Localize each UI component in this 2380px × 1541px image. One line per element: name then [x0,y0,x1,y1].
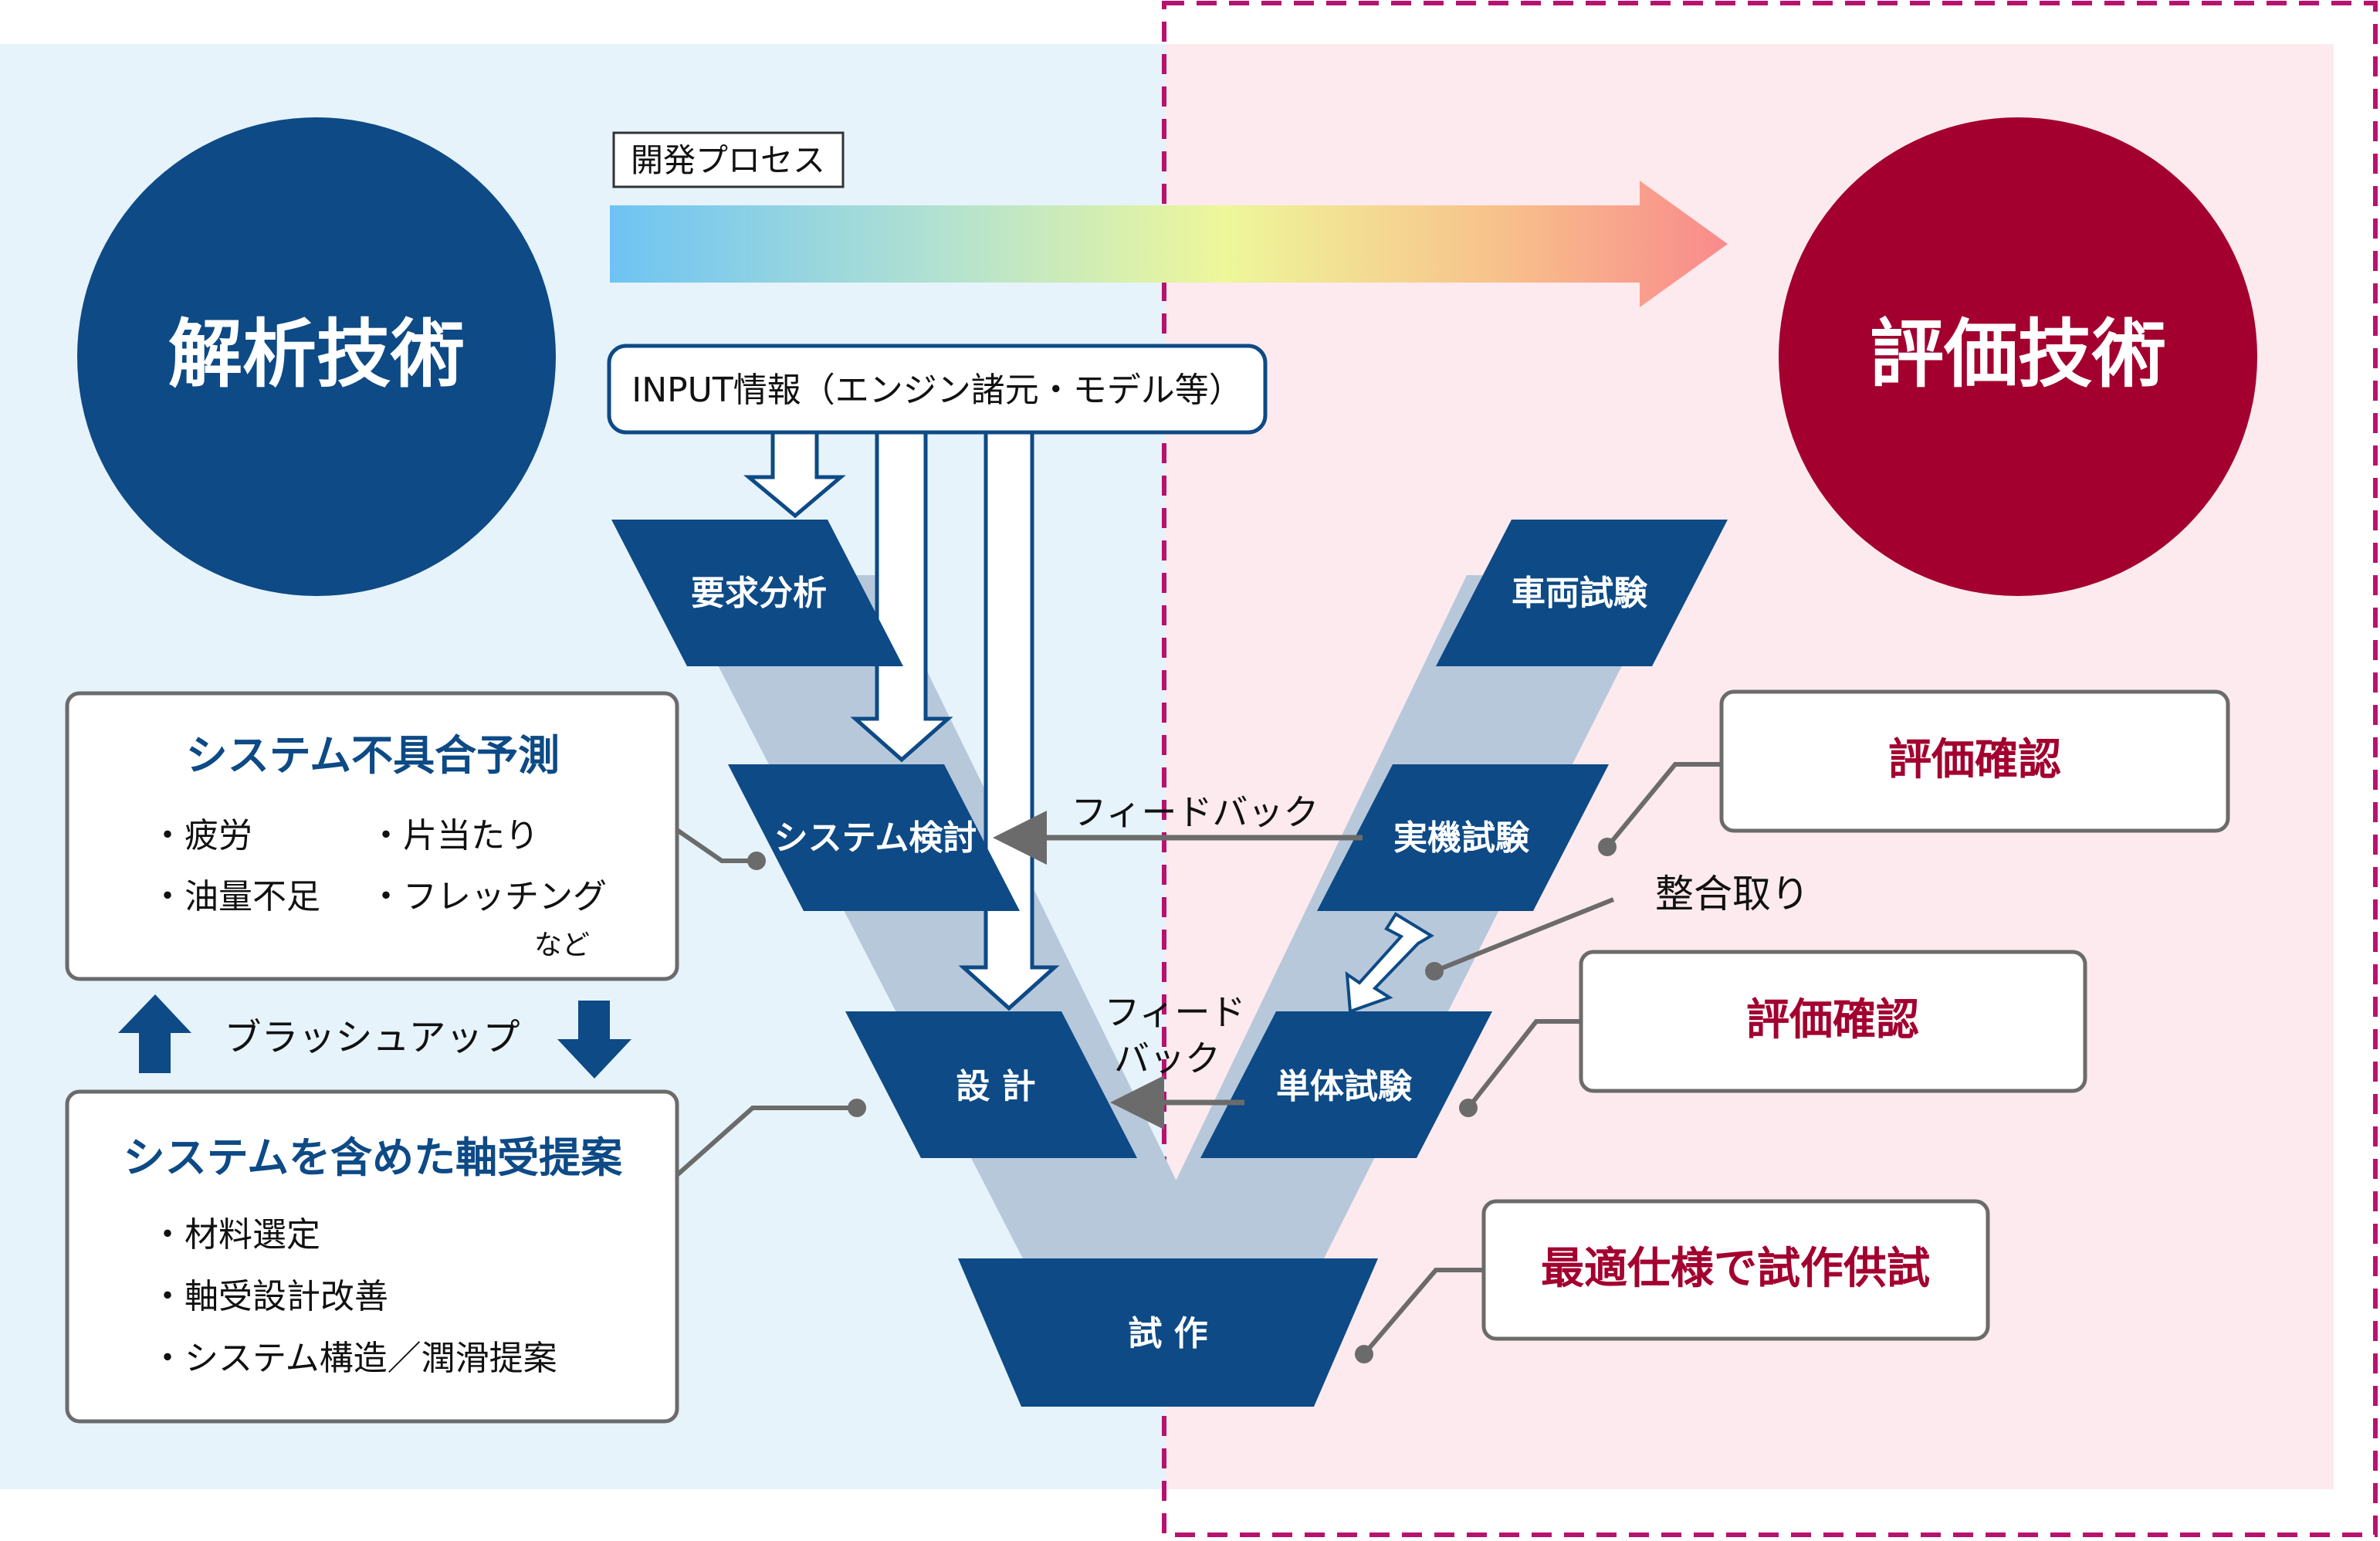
failure-note-etc: など [534,930,590,961]
evaluation-confirm-dot-2 [1459,1099,1478,1117]
stage-actual-machine-test-label: 実機試験 [1393,818,1530,858]
optimal-spec-callout-line [1362,1268,1484,1356]
evaluation-technology-circle [1779,117,2257,596]
stage-requirements-analysis [611,520,903,666]
stage-actual-machine-test [1317,764,1609,911]
evaluation-confirm-callout-2 [1466,1019,1581,1109]
brush-up-label: ブラッシュアップ [224,1016,520,1059]
failure-item-uneven-contact: ・片当たり [369,816,539,855]
proposal-item-bearing-design: ・軸受設計改善 [151,1277,388,1316]
proposal-item-system-structure: ・システム構造／潤滑提案 [151,1339,557,1378]
evaluation-confirm-label-2: 評価確認 [1746,995,1919,1045]
stage-design [845,1011,1137,1158]
evaluation-technology-label: 評価技術 [1870,311,2166,398]
evaluation-dashed-frame [1162,1,2378,1537]
input-arrow-system-review [850,422,953,763]
input-info-box [607,344,1268,435]
process-label: 開発プロセス [631,141,825,179]
process-label-box [612,131,845,188]
alignment-callout-line [1433,897,1615,974]
bearing-proposal-title: システムを含めた軸受提案 [124,1133,623,1182]
stage-vehicle-test-label: 車両試験 [1512,574,1648,613]
evaluation-confirm-dot-1 [1598,838,1617,856]
stage-vehicle-test [1436,520,1728,666]
stage-design-label: 設 計 [956,1067,1035,1106]
failure-prediction-box [65,691,679,981]
failure-item-oil-shortage: ・油量不足 [151,877,320,916]
failure-item-fatigue: ・疲労 [151,816,252,855]
failure-callout-line [675,828,757,863]
alignment-label: 整合取り [1655,872,1810,916]
brush-down-arrow [557,1001,631,1079]
optimal-spec-label: 最適仕様で試作供試 [1541,1244,1930,1294]
proposal-callout-dot [848,1099,866,1117]
evaluation-confirm-callout-1 [1605,762,1722,848]
stage-system-review [728,764,1020,911]
stage-prototype [958,1258,1378,1407]
alignment-callout-dot [1425,962,1444,980]
bearing-proposal-box [65,1089,679,1424]
analysis-technology-label: 解析技術 [168,311,465,398]
analysis-technology-circle [77,117,556,596]
failure-prediction-title: システム不具合予測 [186,731,560,780]
brush-up-arrow-up [118,994,191,1073]
stage-unit-test [1200,1011,1492,1158]
process-arrow [610,181,1728,307]
feedback-label-system: フィードバック [1071,791,1319,833]
proposal-callout-line [675,1106,857,1177]
stage-unit-test-label: 単体試験 [1276,1067,1413,1106]
feedback-label-design-line2: バック [1114,1038,1220,1079]
stage-system-review-label: システム検討 [774,818,977,858]
evaluation-confirm-label-1: 評価確認 [1888,735,2061,785]
optimal-spec-dot [1355,1345,1373,1363]
proposal-item-material: ・材料選定 [151,1215,320,1255]
alignment-double-arrow [1345,912,1434,1014]
failure-item-fretting: ・フレッチング [369,877,607,916]
stage-requirements-analysis-label: 要求分析 [691,574,827,613]
evaluation-confirm-box-1 [1719,689,2230,833]
stage-prototype-label: 試 作 [1128,1314,1207,1353]
failure-callout-dot [747,852,766,870]
feedback-label-design-line1: フィード [1104,991,1245,1033]
input-info-label: INPUT情報（エンジン諸元・モデル等） [631,371,1243,410]
